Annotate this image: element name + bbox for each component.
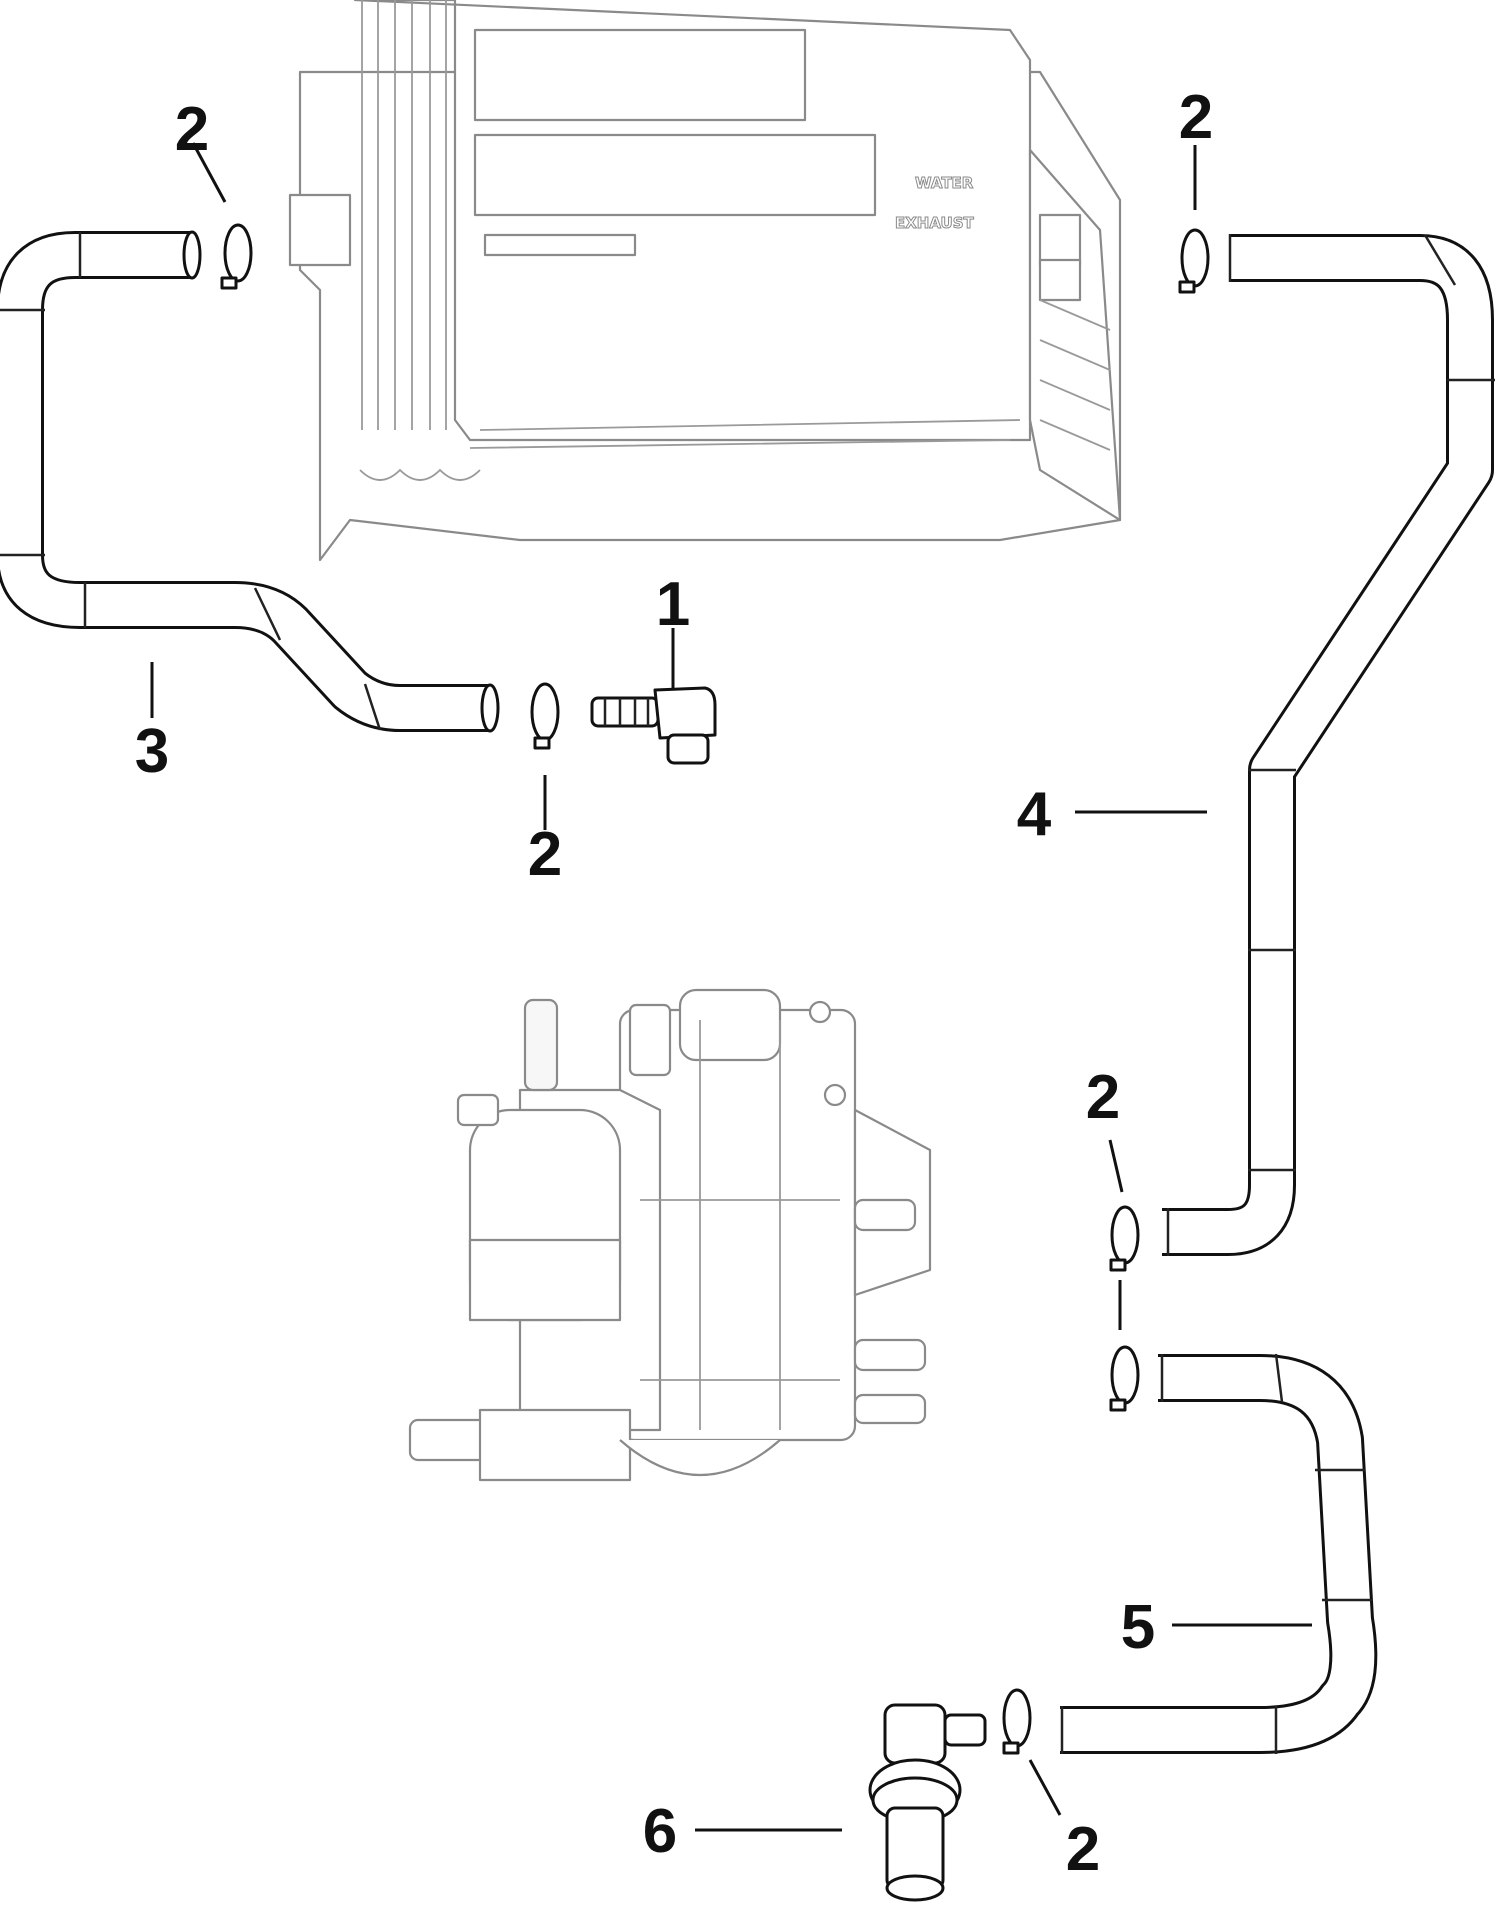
- callout-1: 1: [656, 570, 690, 639]
- clamp-top-right: [1178, 228, 1210, 294]
- callout-2-bottom: 2: [1066, 1815, 1100, 1884]
- leader-lines: [150, 142, 1312, 1832]
- callout-numbers: 2 2 1 3 2 4 2 5 6 2: [135, 83, 1213, 1884]
- hose-3: [0, 230, 500, 733]
- callout-4: 4: [1017, 780, 1052, 849]
- callout-3: 3: [135, 717, 169, 786]
- elbow-fitting: [590, 686, 717, 765]
- callout-5: 5: [1121, 1593, 1155, 1662]
- callout-2-top-left: 2: [175, 95, 209, 164]
- pump-assembly: [408, 988, 932, 1482]
- check-valve: [868, 1703, 987, 1902]
- engine-housing: WATER EXHAUST: [288, 0, 1122, 562]
- hose-clamps: [220, 223, 1210, 1755]
- clamp-mid-left: [530, 682, 560, 750]
- callout-2-mid-right: 2: [1086, 1063, 1120, 1132]
- clamp-mid-right-upper: [1109, 1205, 1140, 1272]
- callout-2-top-right: 2: [1179, 83, 1213, 152]
- hose-4: [1162, 234, 1495, 1256]
- hose-3-end-top: [182, 230, 202, 280]
- hose-3-end-bottom: [480, 683, 500, 733]
- clamp-bottom: [1002, 1688, 1032, 1755]
- clamp-mid-right-lower: [1109, 1345, 1140, 1412]
- clamp-top-left: [220, 223, 253, 290]
- hose-5: [1060, 1353, 1378, 1754]
- exhaust-label: EXHAUST: [895, 214, 974, 232]
- water-label: WATER: [915, 174, 974, 192]
- callout-2-mid-left: 2: [528, 820, 562, 889]
- callout-6: 6: [643, 1797, 677, 1866]
